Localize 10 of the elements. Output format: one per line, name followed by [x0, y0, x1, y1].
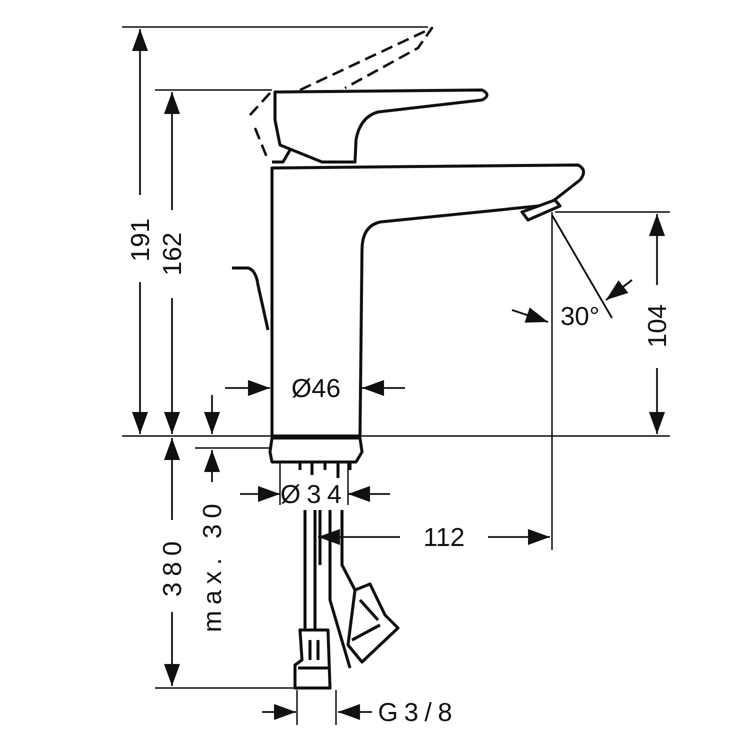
dimension-label: 104	[644, 304, 670, 348]
dimension-label: 112	[423, 524, 465, 550]
dimension-label: 162	[159, 232, 185, 276]
dimension-label: 191	[127, 218, 153, 262]
dimension-label: 380	[159, 535, 185, 597]
dimension-label: 30°	[560, 303, 600, 329]
dimension-label: G3/8	[378, 699, 458, 725]
dimension-label: Ø34	[280, 481, 348, 507]
dimension-label: Ø46	[291, 375, 341, 401]
dimension-label: max. 30	[199, 498, 225, 632]
